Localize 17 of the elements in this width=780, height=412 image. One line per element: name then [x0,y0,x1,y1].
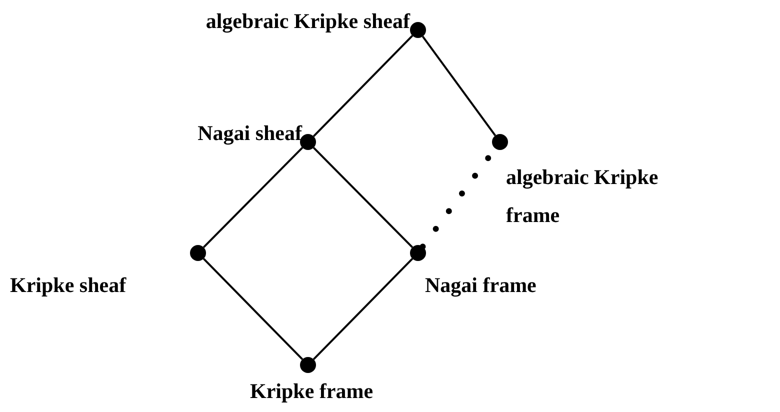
node-label: algebraic Kripke sheaf [206,8,410,34]
node-dot [300,357,316,373]
node-label: Kripke sheaf [10,272,126,298]
node-label: Kripke frame [250,378,374,404]
node-dot [410,22,426,38]
node-dot [492,134,508,150]
line [312,146,414,248]
node-dot [190,245,206,261]
node-label: Nagai sheaf [198,120,302,146]
line [202,146,304,248]
line [312,35,414,137]
node-label: algebraic Kripke frame [506,164,660,229]
line [422,36,496,136]
node-label: Nagai frame [425,272,536,298]
node-dot [410,245,426,261]
line [312,258,414,360]
line [202,258,304,360]
